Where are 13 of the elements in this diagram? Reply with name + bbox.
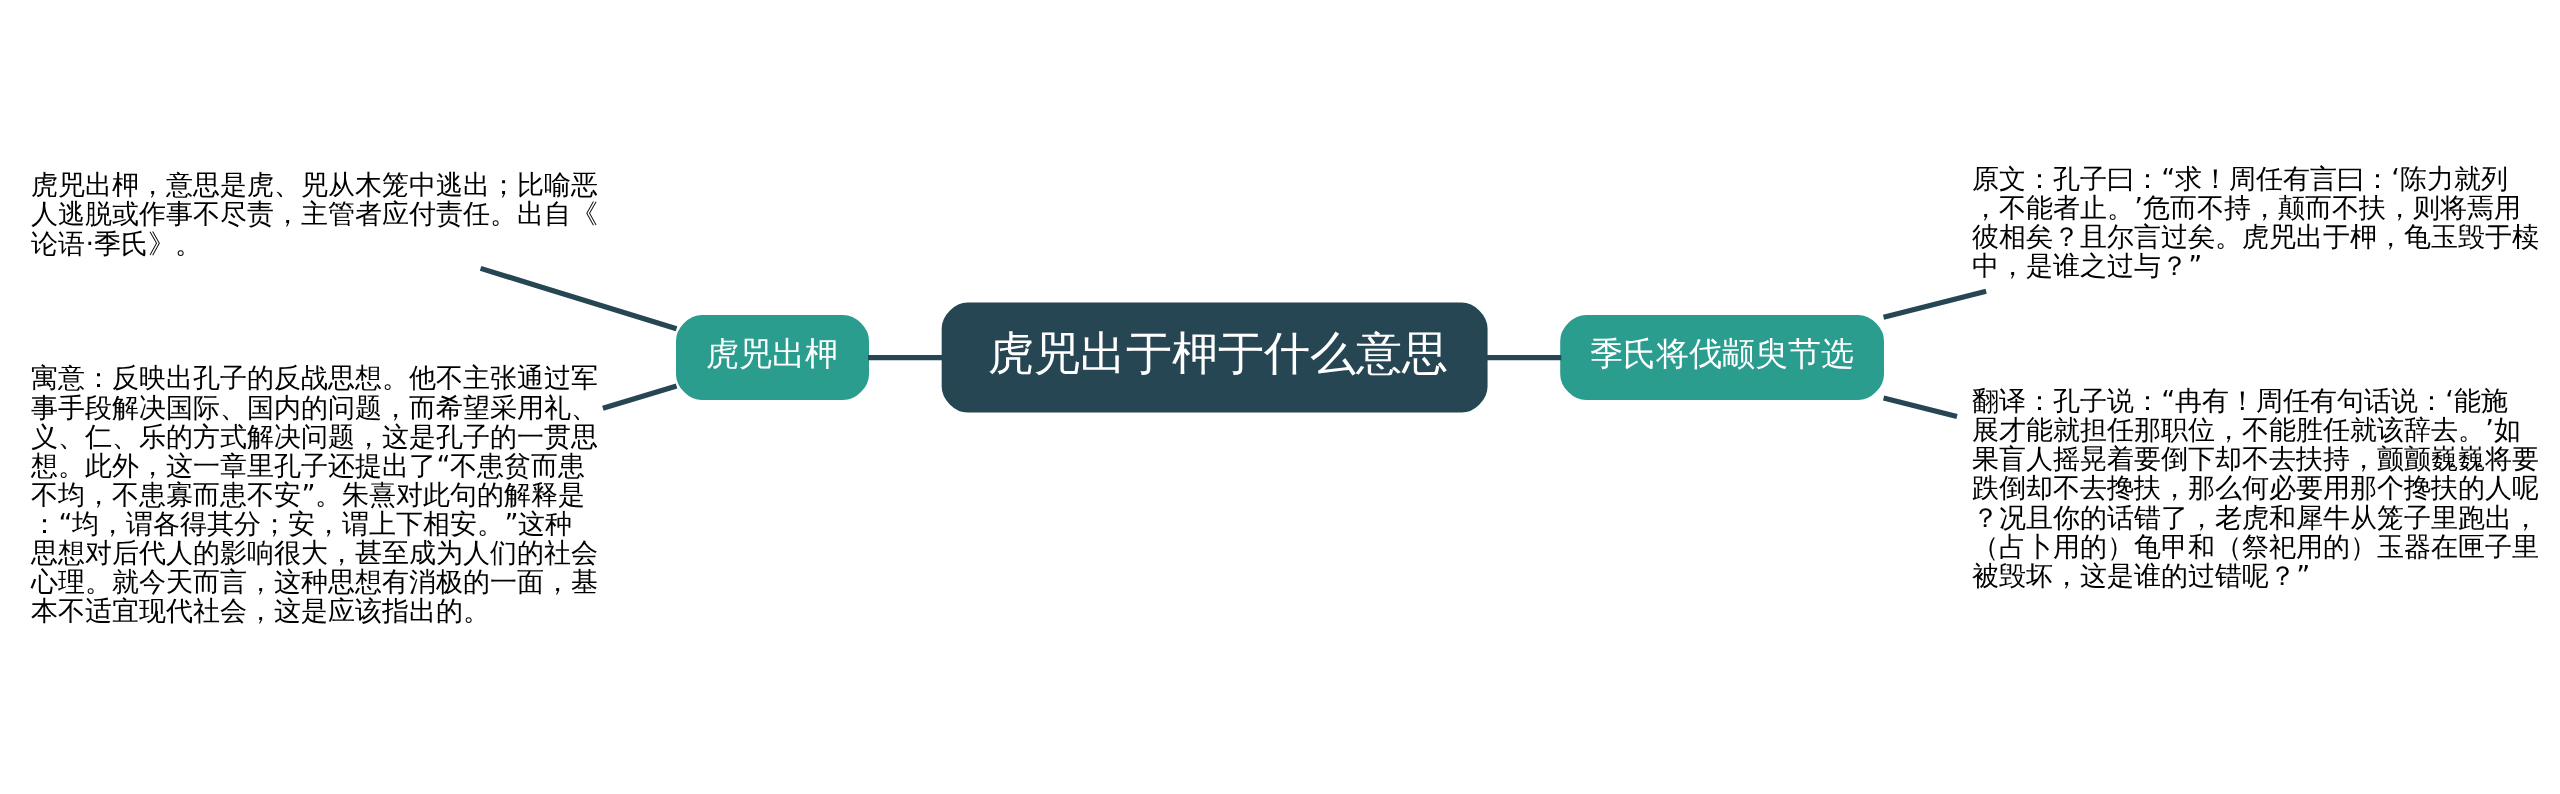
connector [602, 383, 678, 411]
connector [479, 265, 678, 332]
connector [868, 354, 943, 361]
connector [1882, 395, 1958, 420]
connector [1882, 288, 1987, 320]
connector [1486, 354, 1562, 361]
node-text: 原文：孔子曰：“求！周任有言曰：‘陈力就列，不能者止。’危而不持，颠而不扶，则将焉用彼相矣？且尔言过矣。虎兕出于柙，龟玉毁于椟中，是谁之过与？” [1972, 163, 2540, 282]
node-box: 虎兕出柙 [676, 315, 870, 401]
node-text: 虎兕出柙，意思是虎、兕从木笼中逃出；比喻恶人逃脱或作事不尽责，主管者应付责任。出自《论语·季氏》。 [31, 169, 599, 259]
node-box: 季氏将伐颛臾节选 [1560, 315, 1884, 401]
node-text: 翻译：孔子说：“冉有！周任有句话说：‘能施展才能就担任那职位，不能胜任就该辞去。’如果盲人摇晃着要倒下却不去扶持，颤颤巍巍将要跌倒却不去搀扶，那么何必要用那个搀扶的人呢？况且你的话错了，老虎和犀牛从笼子里跑出，（占卜用的）龟甲和（祭祀用的）玉器在匣子里被毁坏，这是谁的过错呢？” [1972, 385, 2540, 591]
node-text: 寓意：反映出孔子的反战思想。他不主张通过军事手段解决国际、国内的问题，而希望采用礼、义、仁、乐的方式解决问题，这是孔子的一贯思想。此外，这一章里孔子还提出了“不患贫而患不均，不患寡而患不安”。朱熹对此句的解释是：“均，谓各得其分；安，谓上下相安。”这种思想对后代人的影响很大，甚至成为人们的社会心理。就今天而言，这种思想有消极的一面，基本不适宜现代社会，这是应该指出的。 [31, 362, 599, 626]
node-box: 虎兕出于柙于什么意思 [941, 302, 1488, 413]
